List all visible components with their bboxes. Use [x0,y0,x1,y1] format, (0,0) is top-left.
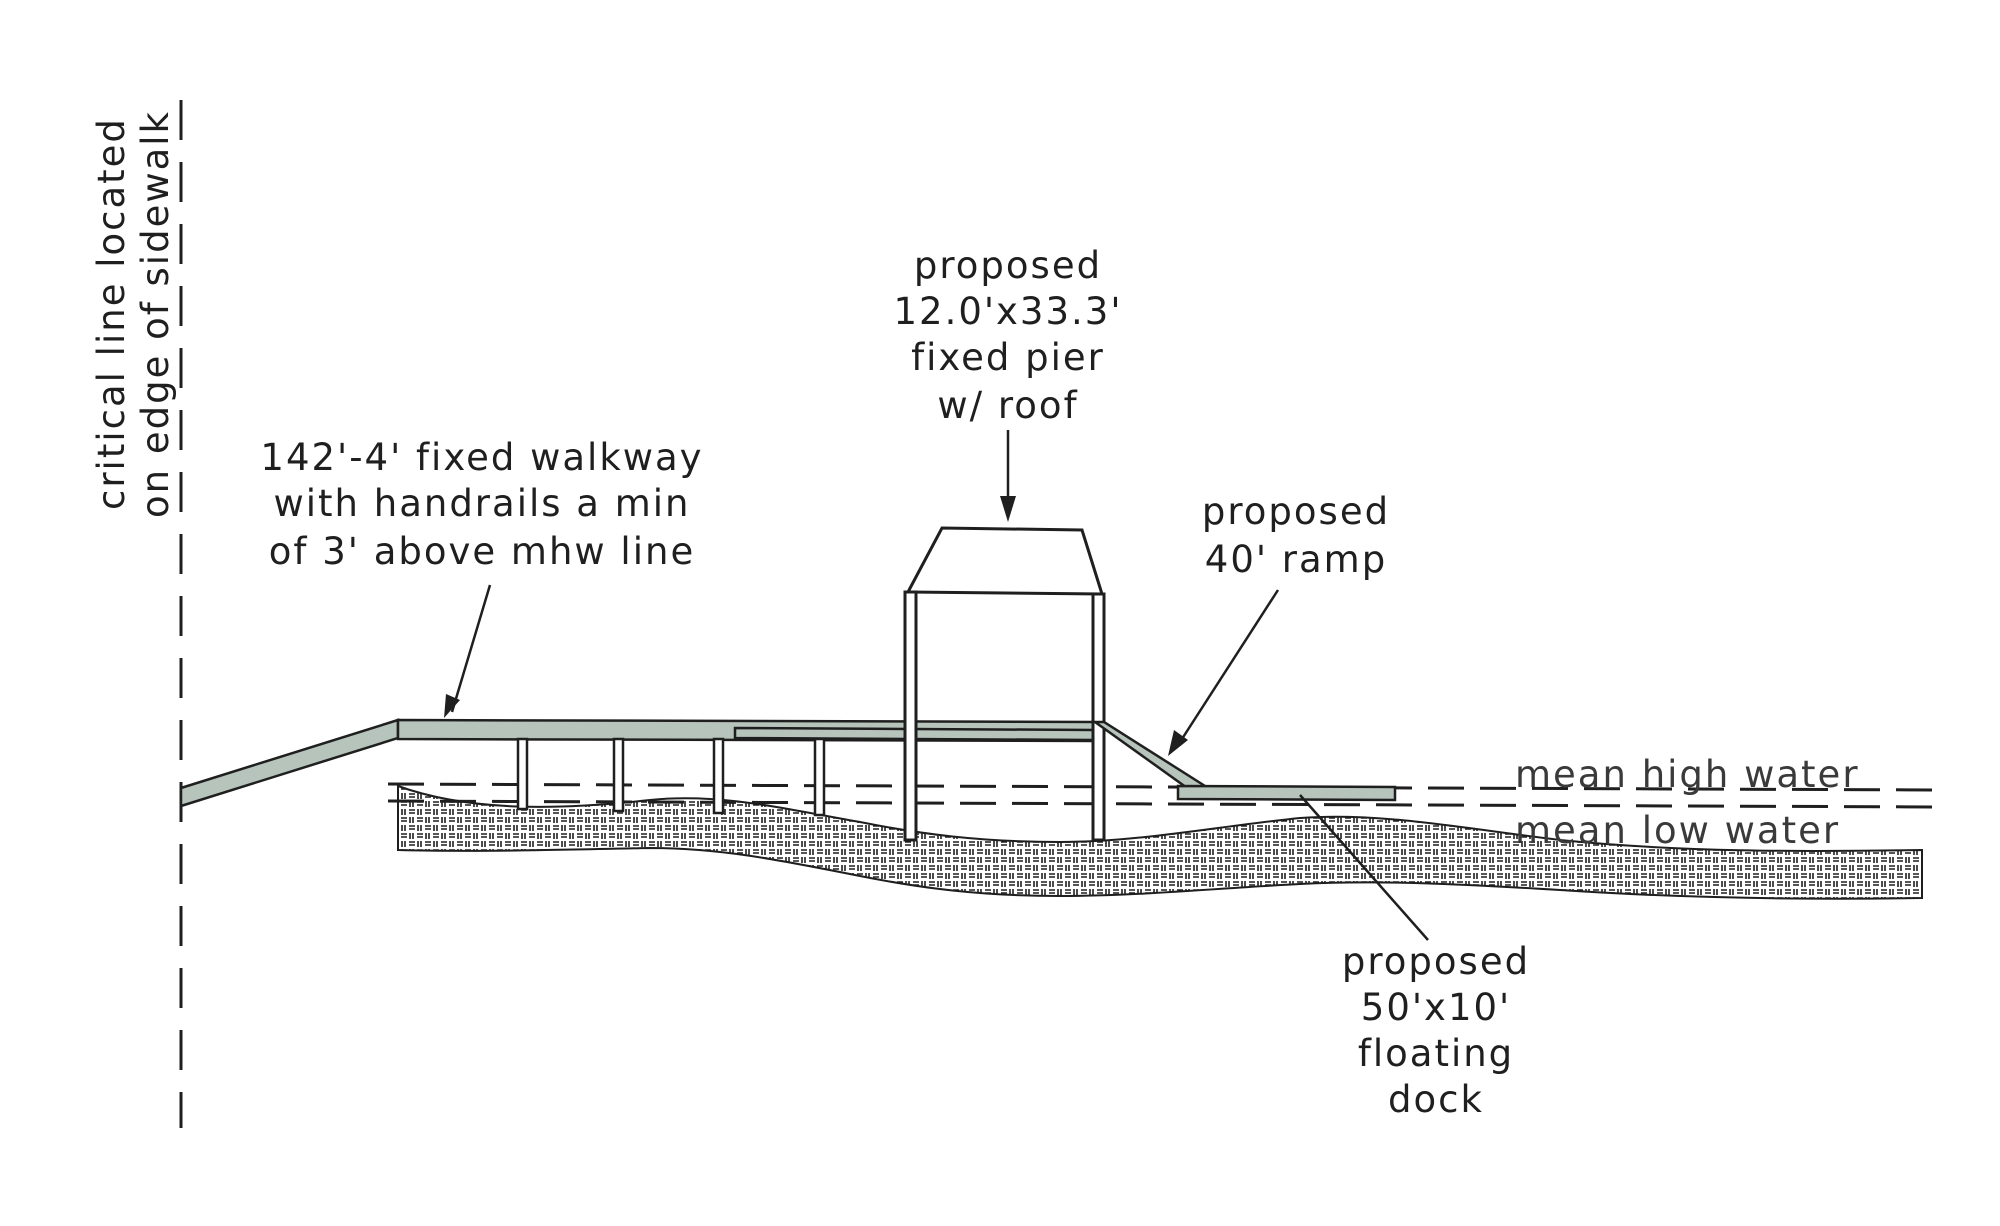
walkway-leader [450,584,492,713]
dock-leader [1299,794,1429,941]
dock-label-1: proposed [1342,940,1530,983]
walkway-piles [516,737,826,817]
pier-label-4: w/ roof [937,384,1078,427]
walkway-label-2: with handrails a min [273,482,690,525]
ramp-leader-arrow [1168,730,1188,756]
pier-label-3: fixed pier [911,336,1105,379]
mean-high-water-label: mean high water [1515,753,1860,796]
ramp-label-2: 40' ramp [1205,538,1387,581]
ramp-label-1: proposed [1202,490,1390,533]
ramp [1091,720,1209,792]
walkway-label-1: 142'-4' fixed walkway [260,436,703,479]
mean-low-water-label: mean low water [1515,809,1840,852]
fixed-pier-with-roof [903,526,1106,842]
walkway-label-3: of 3' above mhw line [269,530,695,573]
critical-line-label-2: on edge of sidewalk [134,110,177,518]
walkway-leader-arrow [444,694,460,718]
floating-dock [1176,784,1397,802]
dock-label-4: dock [1388,1078,1484,1121]
critical-line-label-1: critical line located [90,117,133,510]
dock-label-2: 50'x10' [1361,986,1511,1029]
shore-walkway-slope [179,718,400,808]
ramp-leader [1178,589,1280,743]
pier-label-1: proposed [914,244,1102,287]
pier-label-2: 12.0'x33.3' [893,290,1122,333]
pier-leader-arrow [1000,496,1016,522]
dock-label-3: floating [1358,1032,1514,1075]
seabed-soil [397,784,1923,900]
